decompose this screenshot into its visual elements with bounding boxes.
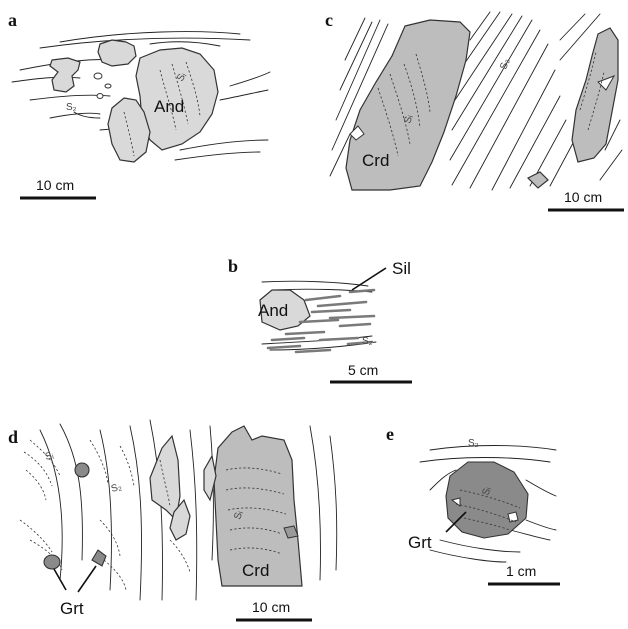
label-and-a: And	[154, 97, 184, 116]
label-s2-e: S₂	[468, 438, 479, 449]
panel-c: c Crd S	[325, 10, 624, 210]
label-si-d-1: Sᵢ	[44, 450, 55, 463]
scale-label-d: 10 cm	[252, 599, 290, 615]
label-s2-c: S₂	[498, 57, 512, 71]
label-and-b: And	[258, 301, 288, 320]
label-sil-b: Sil	[392, 259, 411, 278]
garnet-d-3	[92, 550, 106, 566]
garnet-d-1	[75, 463, 89, 477]
scale-label-c: 10 cm	[564, 189, 602, 205]
panel-letter-c: c	[325, 10, 333, 30]
label-grt-d: Grt	[60, 599, 84, 618]
label-crd-c: Crd	[362, 151, 389, 170]
scale-label-a: 10 cm	[36, 177, 74, 193]
panel-letter-a: a	[8, 10, 17, 30]
garnet-d-2	[44, 555, 60, 569]
panel-letter-b: b	[228, 256, 238, 276]
scale-label-e: 1 cm	[506, 563, 536, 579]
label-s2-a: S₂	[66, 102, 77, 113]
panel-d: d	[8, 420, 337, 620]
label-s2-d: S₂	[110, 482, 123, 495]
scale-label-b: 5 cm	[348, 362, 378, 378]
label-grt-e: Grt	[408, 533, 432, 552]
panel-b: b Sil And S₂ 5 cm	[228, 256, 412, 382]
panel-letter-d: d	[8, 427, 18, 447]
label-crd-d: Crd	[242, 561, 269, 580]
panel-letter-e: e	[386, 424, 394, 444]
panel-a: a And S₂ Sᵢ 10	[8, 10, 270, 198]
panel-e: e Grt S₂ Sᵢ 1 cm	[386, 424, 560, 584]
label-s2-b: S₂	[362, 336, 373, 347]
